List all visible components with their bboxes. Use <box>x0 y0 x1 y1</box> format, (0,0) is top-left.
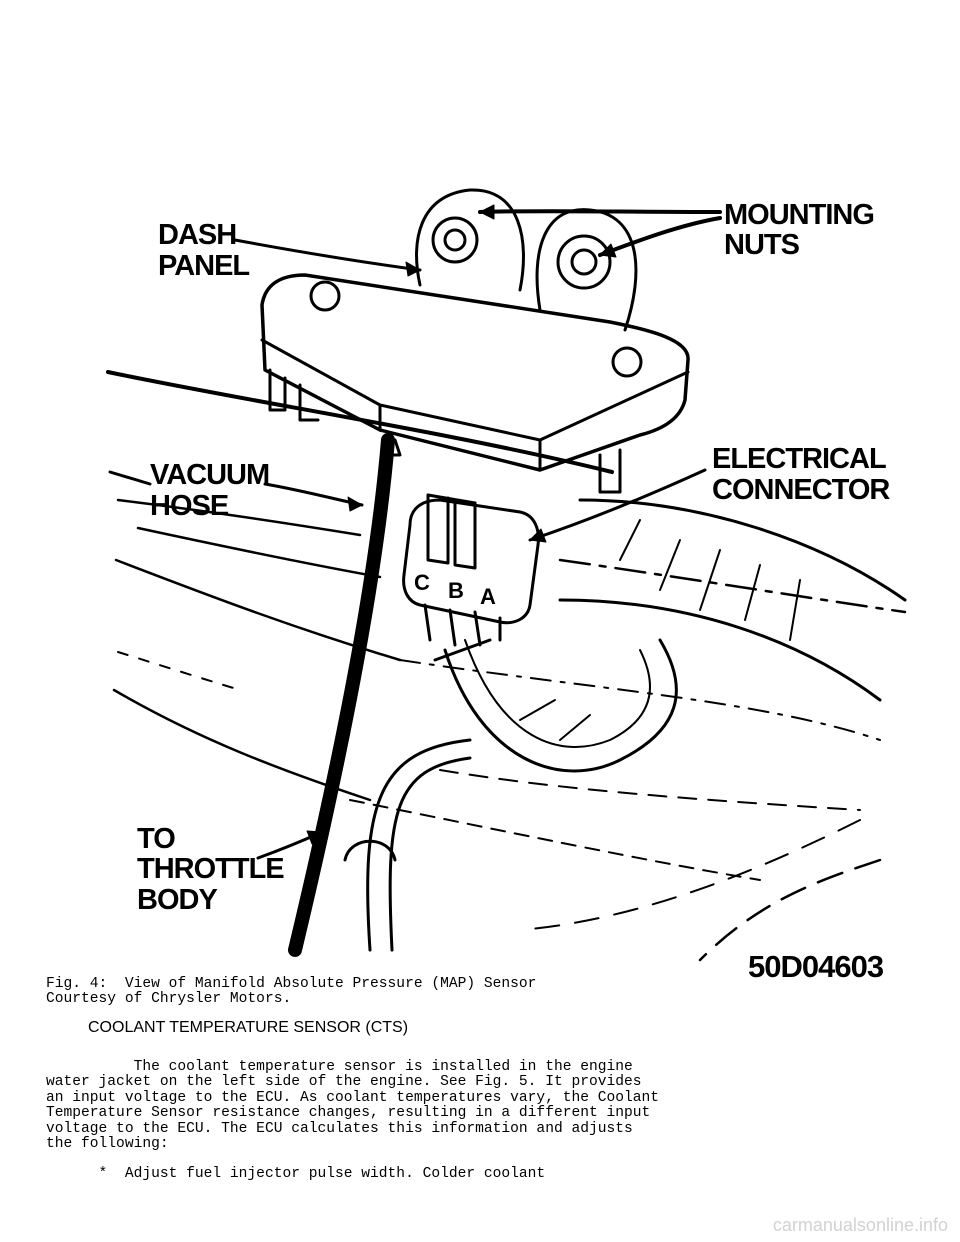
label-pin-c: C <box>414 570 430 595</box>
label-electrical-connector-line2: CONNECTOR <box>712 474 890 506</box>
body-paragraph: The coolant temperature sensor is instal… <box>46 1059 660 1153</box>
label-pin-a: A <box>480 584 496 609</box>
label-electrical-connector-line1: ELECTRICAL <box>712 443 886 475</box>
label-dash-panel-line2: PANEL <box>158 250 249 282</box>
watermark: carmanualsonline.info <box>772 1215 948 1235</box>
label-vacuum-hose-line2: HOSE <box>150 490 229 522</box>
label-pin-b: B <box>448 578 464 603</box>
label-to-throttle-body-line3: BODY <box>137 884 217 916</box>
label-mounting-nuts-line2: NUTS <box>724 229 800 261</box>
section-heading: COOLANT TEMPERATURE SENSOR (CTS) <box>88 1019 409 1036</box>
map-sensor-diagram: DASH PANEL MOUNTING NUTS VACUUM HOSE ELE… <box>106 188 907 980</box>
label-dash-panel-line1: DASH <box>158 219 236 251</box>
label-to-throttle-body-line1: TO <box>137 823 175 855</box>
bullet-item: * Adjust fuel injector pulse width. Cold… <box>46 1166 546 1182</box>
figure-caption: Fig. 4: View of Manifold Absolute Pressu… <box>46 976 537 1008</box>
label-to-throttle-body-line2: THROTTLE <box>137 853 284 885</box>
label-vacuum-hose-line1: VACUUM <box>150 459 269 491</box>
figure-code: 50D04603 <box>748 949 884 980</box>
label-mounting-nuts-line1: MOUNTING <box>724 199 874 231</box>
